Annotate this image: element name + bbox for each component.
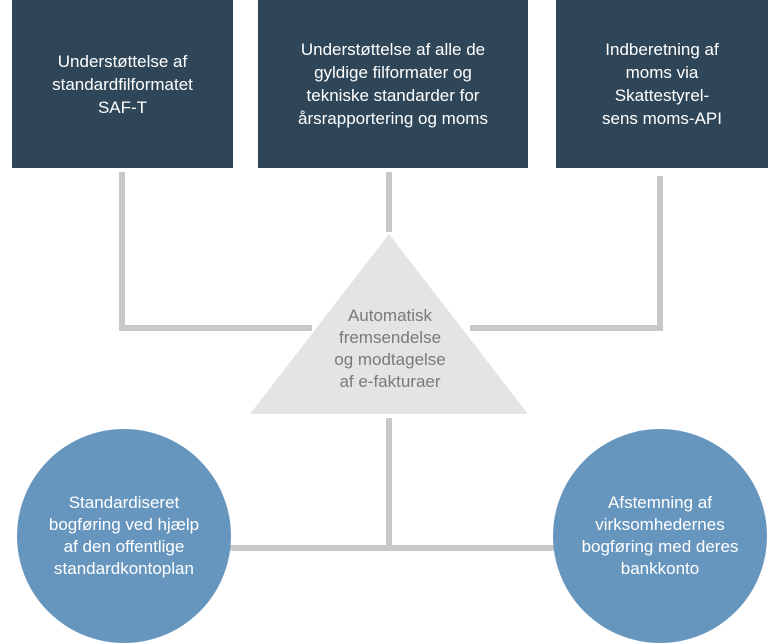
box-vat-reporting-text: Indberetning af moms via Skattestyrel- s… bbox=[602, 40, 722, 128]
box-saf-t-support-text: Understøttelse af standardfilformatet SA… bbox=[52, 51, 193, 117]
connector-right-box bbox=[470, 176, 663, 331]
center-triangle-label: Automatisk fremsendelse og modtagelse af… bbox=[334, 306, 446, 391]
circle-standardized-bookkeeping: Standardiseret bogføring ved hjælp af de… bbox=[17, 429, 231, 643]
circle-bank-reconciliation: Afstemning af virksomhedernes bogføring … bbox=[553, 429, 767, 643]
circle-standardized-bookkeeping-text: Standardiseret bogføring ved hjælp af de… bbox=[48, 493, 200, 578]
box-vat-reporting: Indberetning af moms via Skattestyrel- s… bbox=[556, 0, 768, 168]
box-saf-t-support: Understøttelse af standardfilformatet SA… bbox=[12, 0, 233, 168]
box-file-formats-support-text: Understøttelse af alle de gyldige filfor… bbox=[298, 40, 488, 128]
connector-left-box bbox=[119, 172, 312, 331]
center-triangle bbox=[250, 234, 528, 414]
box-file-formats-support: Understøttelse af alle de gyldige filfor… bbox=[258, 0, 528, 168]
circle-bank-reconciliation-text: Afstemning af virksomhedernes bogføring … bbox=[581, 493, 739, 578]
